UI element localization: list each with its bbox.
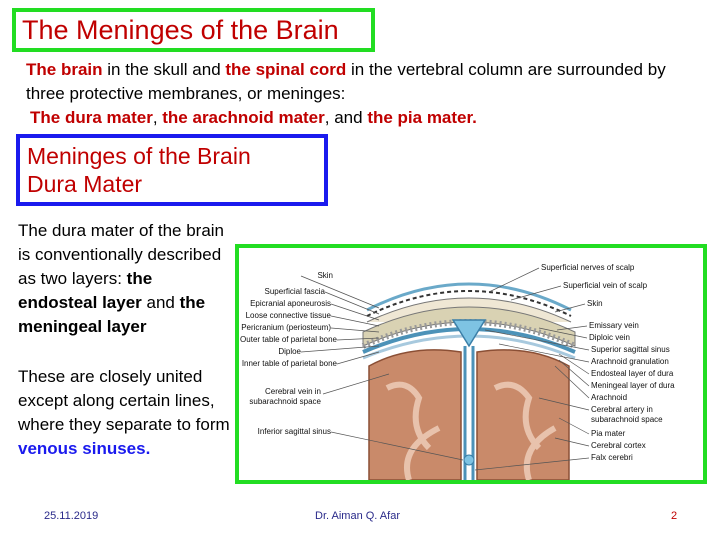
subtitle-box: Meninges of the Brain Dura Mater [16,134,328,206]
slide-title: The Meninges of the Brain [22,14,339,45]
subtitle-line-2: Dura Mater [27,171,143,197]
connective-tissue-layer [366,290,572,317]
fig-label-cerebral-artery: Cerebral artery in [591,405,653,414]
fig-label-superficial-vein: Superficial vein of scalp [563,281,648,290]
intro-text-1: in the skull and [102,60,226,79]
fig-label-skin-right: Skin [587,299,603,308]
left-gyri [385,381,441,480]
venous-sinus-paragraph: These are closely united except along ce… [18,365,233,461]
fig-label-superficial-fascia: Superficial fascia [265,287,326,296]
fig-label-epicranial-aponeurosis: Epicranial aponeurosis [250,299,331,308]
subtitle-line-1: Meninges of the Brain [27,143,251,169]
term-brain: The brain [26,60,103,79]
term-dura-mater: The dura mater [30,108,153,127]
page-number: 2 [671,510,678,522]
fig-label-cerebral-vein: Cerebral vein in [265,387,321,396]
fig-label-pericranium: Pericranium (periosteum) [241,323,331,332]
term-venous: venous [18,439,78,458]
footer-date: 25.11.2019 [44,510,99,522]
superior-sagittal-sinus [451,319,487,348]
fig-label-inner-table: Inner table of parietal bone [242,359,338,368]
term-meningeal-layer: the meningeal layer [18,293,206,336]
right-gyri [493,381,557,480]
p2-text-1: These are closely united except along ce… [18,367,230,434]
fig-label-cerebral-cortex: Cerebral cortex [591,441,646,450]
term-endosteal-layer: the endosteal layer [18,269,153,312]
fig-label-inferior-sagittal: Inferior sagittal sinus [258,427,331,436]
meninges-figure: Skin Superficial fascia Epicranial apone… [235,244,707,484]
intro-paragraph: The brain in the skull and the spinal co… [26,58,706,106]
title-box: The Meninges of the Brain [12,8,375,52]
meninges-list: The dura mater, the arachnoid mater, and… [30,106,477,130]
skin-layer [366,282,572,312]
fig-label-pia-mater: Pia mater [591,429,626,438]
fig-label-loose-connective: Loose connective tissue [246,311,332,320]
term-pia-mater: the pia mater. [367,108,477,127]
fig-label-subarachnoid-right: subarachnoid space [591,415,663,424]
comma-2: , and [324,108,368,127]
p1-text-2: and [141,293,180,312]
meninges-diagram: Skin Superficial fascia Epicranial apone… [239,248,703,480]
diploe [361,319,577,349]
term-arachnoid-mater: the arachnoid mater [162,108,325,127]
fig-label-emissary-vein: Emissary vein [589,321,639,330]
comma-1: , [152,108,163,127]
dura-layers-paragraph: The dura mater of the brain is conventio… [18,219,233,339]
fig-label-skin-left: Skin [317,271,333,280]
fig-label-subarachnoid-left: subarachnoid space [249,397,321,406]
fig-label-outer-table: Outer table of parietal bone [240,335,338,344]
fig-label-diploe: Diploe [278,347,301,356]
fig-label-superficial-nerves: Superficial nerves of scalp [541,263,635,272]
p1-text-1: The dura mater of the brain is conventio… [18,221,225,288]
intro-text-2: in the vertebral column are surrounded b… [26,60,666,103]
fig-label-diploic-vein: Diploic vein [589,333,630,342]
fig-label-falx-cerebri: Falx cerebri [591,453,633,462]
inferior-sagittal-sinus [463,454,475,466]
term-sinuses: sinuses. [82,439,151,458]
fig-label-superior-sagittal: Superior sagittal sinus [591,345,670,354]
fig-label-endosteal-dura: Endosteal layer of dura [591,369,674,378]
footer-author: Dr. Aiman Q. Afar [315,510,400,522]
fig-label-arachnoid-granulation: Arachnoid granulation [591,357,669,366]
fig-label-meningeal-dura: Meningeal layer of dura [591,381,675,390]
term-spinal-cord: the spinal cord [225,60,347,79]
fig-label-arachnoid: Arachnoid [591,393,627,402]
